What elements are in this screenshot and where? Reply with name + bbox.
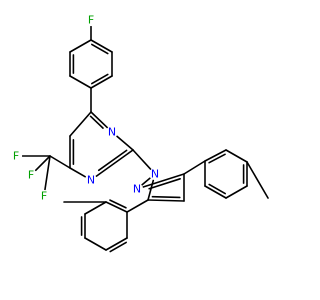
atom-f2: F xyxy=(10,150,22,163)
bond-d1-d2 xyxy=(105,201,128,213)
bond-c5p-n3 xyxy=(147,179,155,201)
bond-c5-p1 xyxy=(69,111,92,137)
atom-f1-label: F xyxy=(88,14,94,27)
molecule-structure: F N N N N F F xyxy=(10,13,269,253)
bond-a4-a5 xyxy=(69,75,92,89)
atom-n3-label: N xyxy=(151,168,159,181)
bond-c2-n2 xyxy=(95,149,134,178)
bond-a3-a4-double xyxy=(91,73,109,85)
bond-cf3-f4 xyxy=(44,155,51,191)
atom-n4-label: N xyxy=(133,183,141,196)
bond-b3-me1 xyxy=(246,161,269,199)
bond-d4-d5 xyxy=(84,237,107,251)
bond-b5-b6-double xyxy=(208,183,226,195)
bond-b1-b2-double xyxy=(208,153,226,164)
bond-d2-d3 xyxy=(84,201,107,215)
bond-c2-n3 xyxy=(132,149,152,171)
atom-n4: N xyxy=(131,183,143,196)
bond-p1-n1-double xyxy=(89,115,104,129)
bond-d1-d2-double xyxy=(109,199,127,209)
bond-c4p-c5p xyxy=(147,199,185,202)
atom-n3: N xyxy=(149,168,161,181)
bond-n1-c2 xyxy=(116,135,134,151)
bond-a6-a1 xyxy=(69,39,92,53)
bond-n4-c3p xyxy=(142,173,185,188)
bond-d5-d6 xyxy=(105,237,128,251)
bond-a1-a2-double xyxy=(91,43,109,55)
bond-p1-n1 xyxy=(90,111,109,129)
bond-c4-cf3 xyxy=(49,155,71,169)
bond-b4-b5 xyxy=(225,185,248,199)
atom-f4-label: F xyxy=(41,190,47,203)
bond-c4p-c5p-double xyxy=(151,195,181,199)
bond-c3p-b1 xyxy=(183,160,206,175)
atom-n1-label: N xyxy=(108,126,116,139)
bond-a3-a4 xyxy=(90,75,113,89)
bond-n4-c3p-double xyxy=(148,178,181,190)
atom-f1: F xyxy=(85,14,97,27)
atom-f2-label: F xyxy=(13,150,19,163)
bond-d5-d6-double xyxy=(109,241,127,253)
bond-c5p-d1 xyxy=(126,199,149,213)
atom-f4: F xyxy=(38,190,50,203)
bond-c2-n2-double xyxy=(97,149,128,172)
structure-canvas: F N N N N F F xyxy=(10,13,269,253)
bond-b1-b2 xyxy=(204,149,227,162)
bond-b2-b3 xyxy=(225,149,248,163)
atom-n2-label: N xyxy=(87,174,95,187)
bond-b5-b6 xyxy=(204,185,227,199)
bond-cf3-f3 xyxy=(34,155,51,172)
bond-n3-n4 xyxy=(141,177,151,186)
atom-n2: N xyxy=(85,174,97,187)
bond-a1-a2 xyxy=(90,39,113,53)
bond-n2-c4 xyxy=(69,167,87,178)
atom-labels: F N N N N F F xyxy=(10,14,161,203)
bonds xyxy=(21,25,269,253)
atom-f3: F xyxy=(25,169,37,182)
atom-n1: N xyxy=(106,126,118,139)
atom-f3-label: F xyxy=(28,169,34,182)
